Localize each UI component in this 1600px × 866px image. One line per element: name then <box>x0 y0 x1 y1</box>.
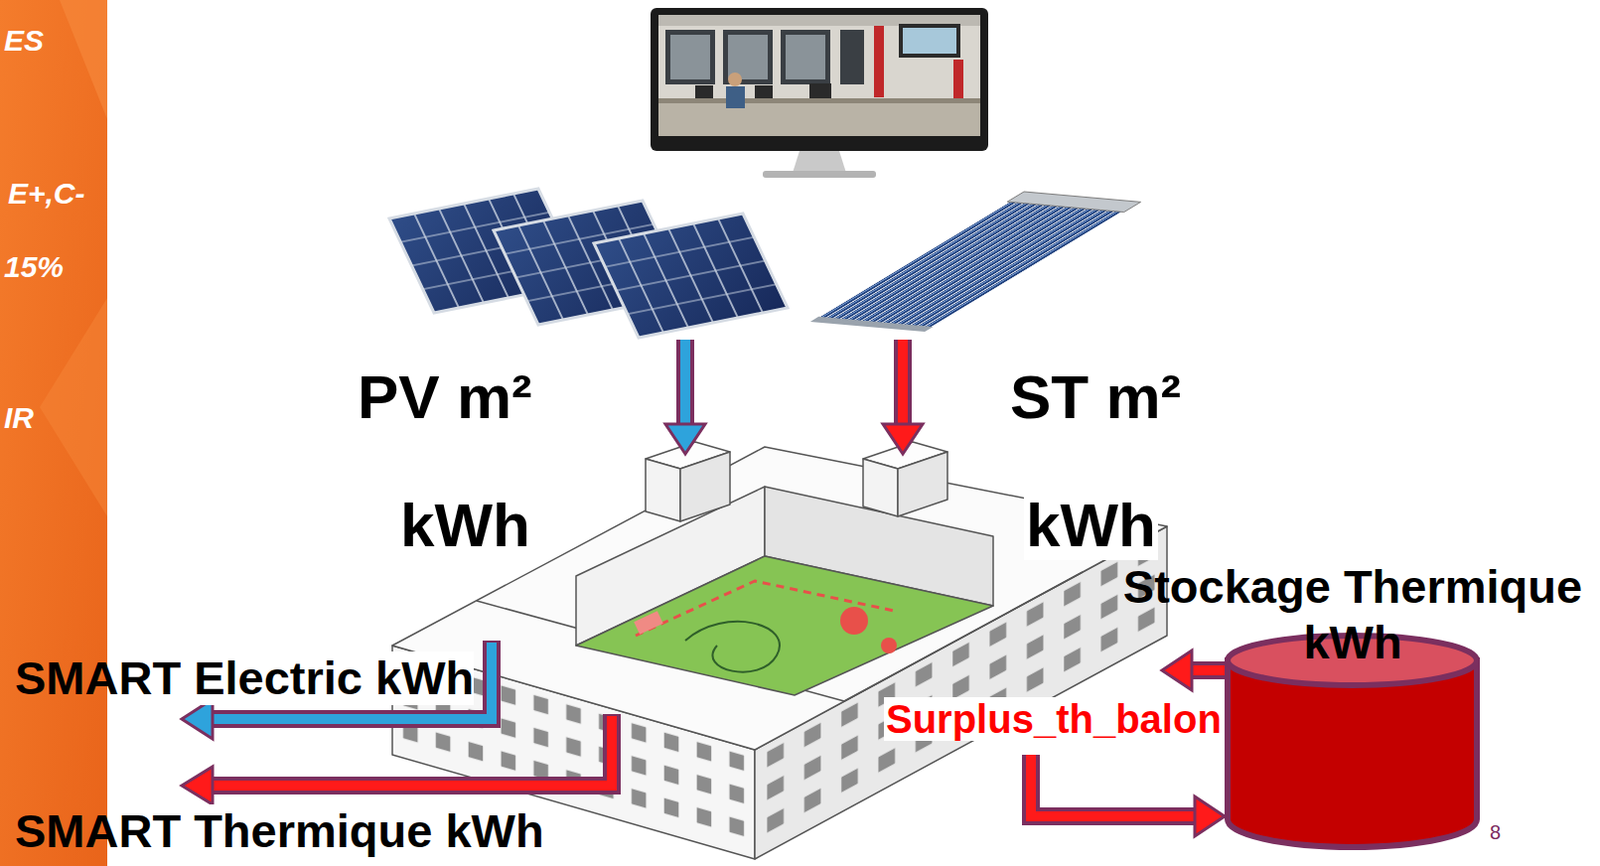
arrow-head <box>1162 650 1192 691</box>
tower-wall <box>897 451 948 517</box>
output-label: SMART Thermique kWh <box>14 804 545 859</box>
side-band-fill <box>0 0 108 866</box>
side-band-shade <box>59 0 108 120</box>
arrow-head <box>181 699 213 739</box>
tower-wall <box>863 458 898 517</box>
smart-thermal-arrow <box>181 714 612 805</box>
vacuum-tubes <box>817 200 1124 328</box>
tank-label: Stockage Thermique kWh <box>1109 559 1597 671</box>
storage-tank: Stockage Thermique kWh <box>1224 632 1480 848</box>
operator-head <box>727 72 742 87</box>
energy-unit: kWh <box>1023 489 1159 561</box>
red-pillar <box>953 59 964 100</box>
building-block <box>392 441 1167 860</box>
side-band-shade <box>39 297 108 517</box>
monitor-screen <box>658 14 981 137</box>
bottom-rail <box>810 316 934 332</box>
arrow-outline <box>1030 754 1197 817</box>
arrow-head <box>882 424 923 454</box>
desk-monitor <box>809 83 832 99</box>
solar-thermal-collector <box>809 191 1142 332</box>
window <box>665 29 716 85</box>
control-room-monitor <box>650 7 989 178</box>
arrow-shaft <box>897 339 908 427</box>
monitor-bezel <box>650 7 989 151</box>
window-pane <box>785 34 826 80</box>
flow-arrow <box>1162 650 1225 691</box>
page-number: 8 <box>1489 820 1501 845</box>
solar-thermal-node: ST m² <box>806 193 1133 340</box>
arrow-shaft <box>680 339 691 427</box>
sidebar-text: ES <box>3 23 44 58</box>
courtyard-feature <box>633 610 663 635</box>
arrow-shaft <box>210 716 612 786</box>
desk <box>658 103 981 137</box>
desk-monitor <box>695 85 714 99</box>
pv-panel-node: PV m² <box>387 183 786 340</box>
red-pillar <box>873 25 884 98</box>
arrow-outline <box>676 339 695 427</box>
courtyard-feature <box>840 606 869 635</box>
courtyard-feature <box>880 637 897 654</box>
sidebar-text: 15% <box>3 250 64 285</box>
arrow-outline <box>210 714 612 786</box>
wall-screen-display <box>902 27 957 54</box>
arrow-head <box>1194 796 1225 837</box>
panel-area: PV m² <box>357 361 533 433</box>
window <box>780 29 831 85</box>
arrow-head <box>181 766 213 805</box>
wall-screen <box>898 23 961 58</box>
panel-area: ST m² <box>1010 361 1181 433</box>
window-pane <box>670 34 711 80</box>
flow-label: Surplus_th_balon <box>883 697 1224 741</box>
output-label: SMART Electric kWh <box>14 651 474 706</box>
sidebar-text: IR <box>3 401 34 436</box>
arrow-outline <box>1189 661 1225 680</box>
tower-wall <box>680 451 730 522</box>
tank-body <box>1227 660 1477 848</box>
window <box>840 29 865 85</box>
monitor-base <box>762 170 876 178</box>
energy-unit: kWh <box>398 489 533 561</box>
arrow-head <box>665 424 706 454</box>
operator-body <box>726 86 745 109</box>
sidebar-text: E+,C- <box>7 176 86 211</box>
courtyard <box>576 556 994 696</box>
arrow-shaft <box>1189 665 1225 676</box>
arrow-shaft <box>1030 754 1197 817</box>
side-band <box>0 0 108 866</box>
desk-top <box>658 98 981 104</box>
tower-wall <box>645 458 681 522</box>
manifold <box>1007 191 1141 213</box>
flow-arrow <box>882 339 923 454</box>
courtyard-path <box>685 621 780 673</box>
flow-arrow <box>1030 754 1225 837</box>
flow-arrow <box>665 339 706 454</box>
pv-panels <box>389 188 788 338</box>
monitor-stand <box>792 150 847 173</box>
pv-panel <box>593 213 788 338</box>
arrow-outline <box>893 339 912 427</box>
desk-monitor <box>754 85 773 99</box>
